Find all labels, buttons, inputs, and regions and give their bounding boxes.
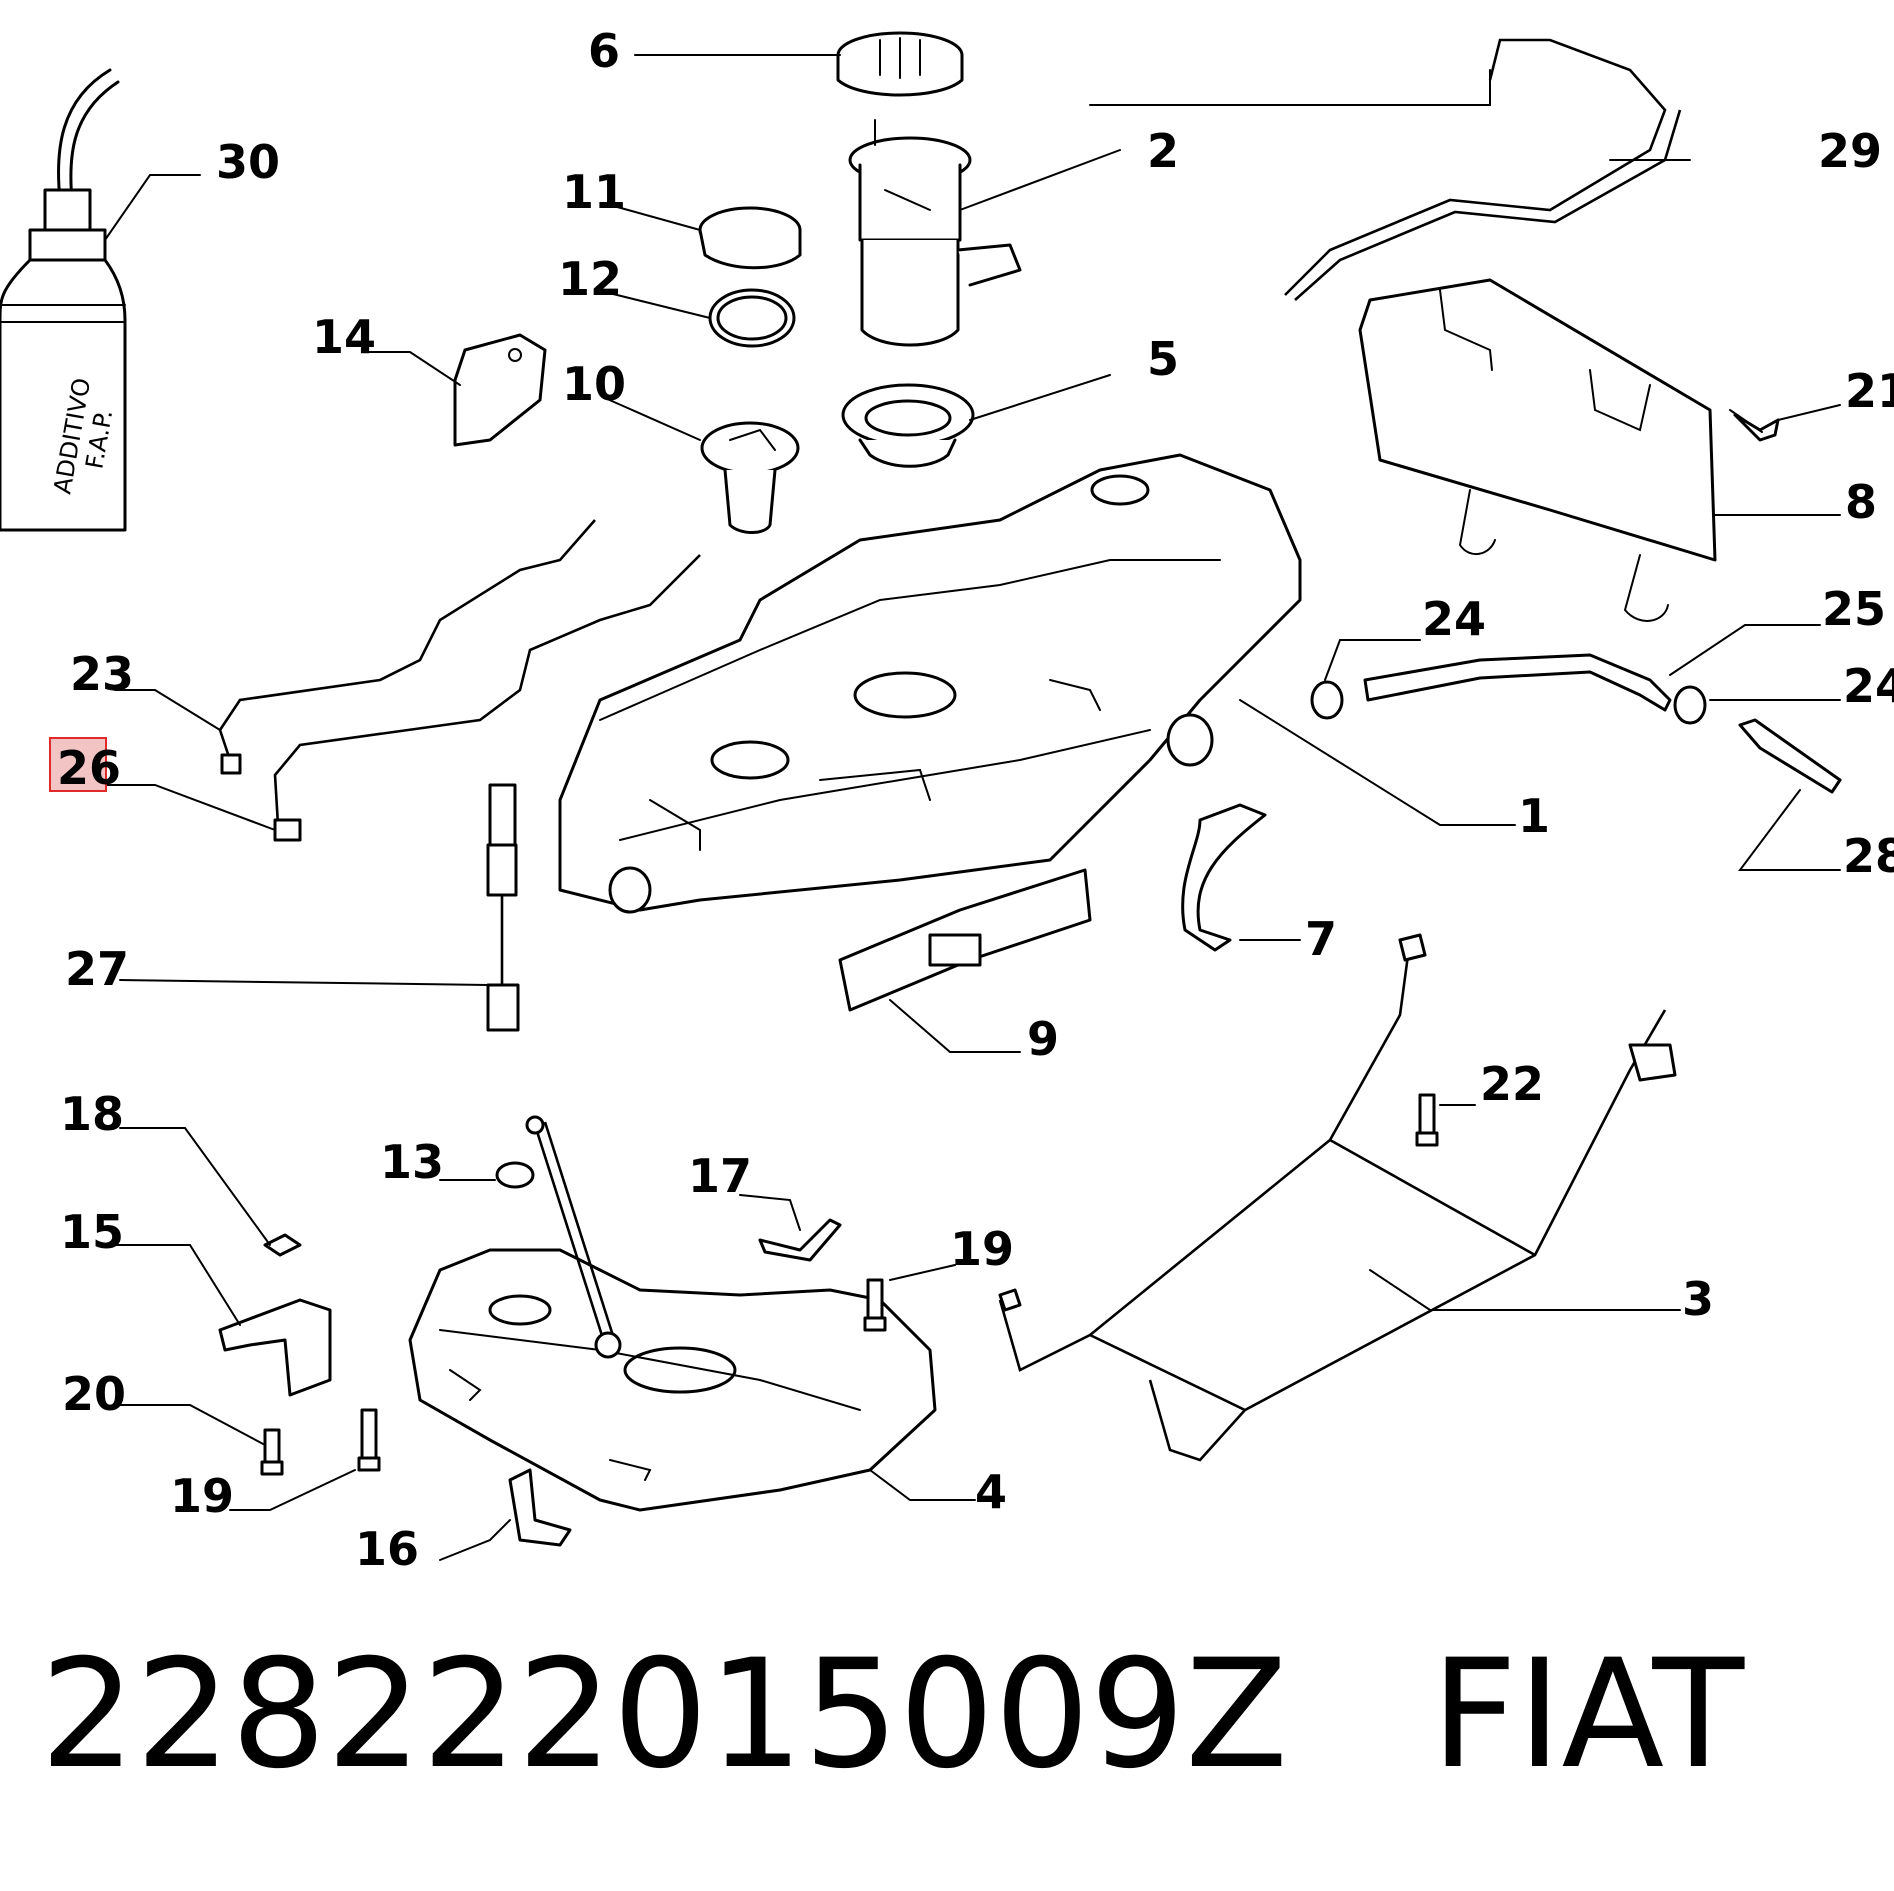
callout-7: 7 bbox=[1305, 912, 1337, 966]
callout-8: 8 bbox=[1845, 475, 1877, 529]
fuel-line-23 bbox=[218, 519, 596, 775]
bolt-19-lower bbox=[357, 1408, 381, 1472]
brand-name: FIAT bbox=[1431, 1628, 1745, 1802]
rod-13 bbox=[495, 1115, 622, 1359]
bolt-22 bbox=[1415, 1093, 1439, 1147]
callout-24-right: 24 bbox=[1843, 659, 1894, 713]
callout-labels: 6 2 29 30 11 12 14 10 5 21 8 24 25 24 23… bbox=[49, 24, 1894, 1576]
o-ring bbox=[708, 288, 796, 348]
strap-7 bbox=[1181, 803, 1267, 952]
callout-19-upper: 19 bbox=[950, 1222, 1014, 1276]
callout-19-lower: 19 bbox=[170, 1469, 234, 1523]
fuel-pump bbox=[848, 119, 1022, 347]
bracket-17 bbox=[758, 1218, 842, 1262]
callout-1: 1 bbox=[1518, 789, 1550, 843]
callout-9: 9 bbox=[1027, 1012, 1059, 1066]
callout-28: 28 bbox=[1843, 829, 1894, 883]
callout-12: 12 bbox=[558, 252, 622, 306]
callout-17: 17 bbox=[688, 1149, 752, 1203]
callout-14: 14 bbox=[312, 310, 376, 364]
callout-13: 13 bbox=[380, 1135, 444, 1189]
bracket-15 bbox=[218, 1298, 332, 1397]
hose-clamp-left bbox=[1310, 680, 1344, 720]
probe-27 bbox=[486, 783, 520, 1032]
callout-16: 16 bbox=[355, 1522, 419, 1576]
callout-27: 27 bbox=[65, 942, 129, 996]
bolt-19-upper bbox=[863, 1278, 887, 1332]
bolt-21 bbox=[1729, 409, 1780, 442]
leader-lines bbox=[89, 54, 1841, 1561]
callout-11: 11 bbox=[562, 165, 626, 219]
fuel-tank bbox=[558, 453, 1302, 914]
callout-18: 18 bbox=[60, 1087, 124, 1141]
callout-25: 25 bbox=[1822, 582, 1886, 636]
bolt-20 bbox=[260, 1428, 284, 1476]
callout-23: 23 bbox=[70, 647, 134, 701]
clip-18 bbox=[263, 1233, 302, 1257]
lower-tank bbox=[408, 1248, 937, 1512]
sensor-module bbox=[453, 333, 547, 447]
additive-bottle: ADDITIVO F.A.P. bbox=[0, 68, 127, 532]
lock-ring bbox=[836, 31, 964, 97]
callout-4: 4 bbox=[975, 1465, 1007, 1519]
filler-hose bbox=[1363, 653, 1672, 712]
heat-shield bbox=[1358, 278, 1717, 622]
bracket-16 bbox=[508, 1468, 572, 1547]
shield-9 bbox=[838, 868, 1092, 1012]
pump-seal bbox=[841, 383, 975, 468]
callout-21: 21 bbox=[1845, 364, 1894, 418]
vent-pipe bbox=[1284, 38, 1682, 301]
callout-29: 29 bbox=[1818, 124, 1882, 178]
callout-26-highlight bbox=[49, 737, 107, 792]
part-number: 228222015009Z bbox=[40, 1628, 1288, 1802]
callout-10: 10 bbox=[562, 357, 626, 411]
connector-28 bbox=[1738, 718, 1842, 794]
ring-nut bbox=[698, 206, 802, 270]
callout-26: 26 bbox=[57, 741, 121, 795]
callout-6: 6 bbox=[588, 24, 620, 78]
callout-15: 15 bbox=[60, 1205, 124, 1259]
callout-22: 22 bbox=[1480, 1057, 1544, 1111]
callout-2: 2 bbox=[1147, 124, 1179, 178]
callout-5: 5 bbox=[1147, 332, 1179, 386]
level-sender bbox=[700, 421, 800, 534]
hose-clamp-right bbox=[1673, 685, 1707, 725]
callout-3: 3 bbox=[1682, 1272, 1714, 1326]
frame-3 bbox=[998, 933, 1677, 1462]
callout-30: 30 bbox=[216, 135, 280, 189]
callout-20: 20 bbox=[62, 1367, 126, 1421]
callout-24-top: 24 bbox=[1422, 592, 1486, 646]
part-caption: 228222015009Z FIAT bbox=[40, 1640, 1744, 1790]
